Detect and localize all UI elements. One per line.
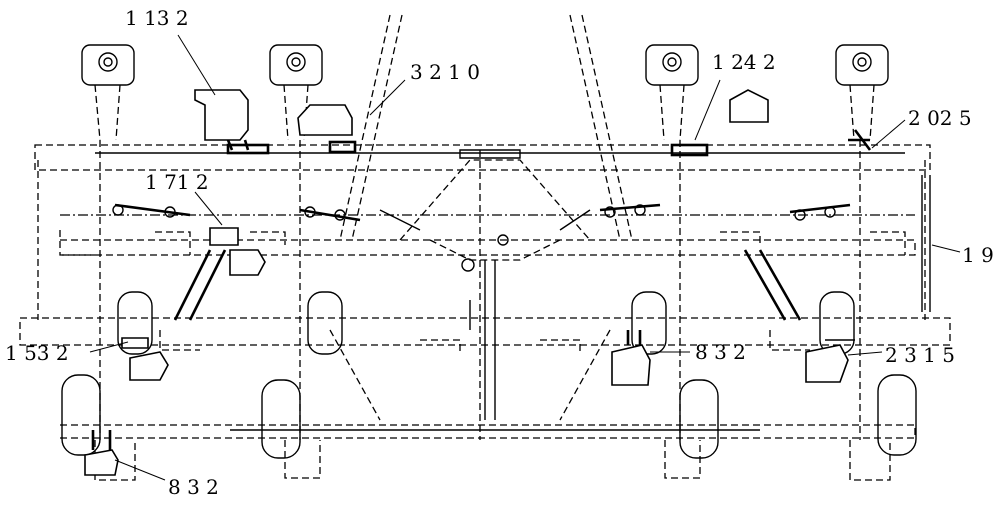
rear-wheel-4 [877,374,917,456]
rear-wheel-2 [261,379,301,459]
mid-wheel-2 [307,291,343,355]
part-1132 [194,89,270,155]
callout-3210: 3 2 1 0 [410,60,480,84]
callout-2025: 2 02 5 [908,106,972,130]
mid-wheel-3 [631,291,667,355]
part-832-rear [84,430,119,476]
front-gauge-wheel-3 [645,44,699,141]
callout-1132: 1 13 2 [125,6,189,30]
callout-1532: 1 53 2 [5,341,69,365]
rear-wheel-3 [679,379,719,459]
part-3210 [297,104,357,154]
part-1242 [670,89,769,157]
callout-19: 1 9 [962,243,994,267]
callout-832-mid: 8 3 2 [695,340,746,364]
rear-wheel-1 [61,374,101,456]
mid-wheel-1 [117,291,153,355]
callout-1242: 1 24 2 [712,50,776,74]
part-2025 [848,129,872,151]
part-19-bar [921,175,931,312]
front-gauge-wheel-1 [81,44,135,141]
front-gauge-wheel-4 [835,44,889,141]
part-1532 [121,337,169,381]
callout-1712: 1 71 2 [145,170,209,194]
callout-832-rear: 8 3 2 [168,475,219,499]
part-1712 [209,227,266,276]
callout-2315: 2 3 1 5 [885,343,955,367]
part-2315 [805,339,855,383]
part-832-mid [611,330,651,386]
